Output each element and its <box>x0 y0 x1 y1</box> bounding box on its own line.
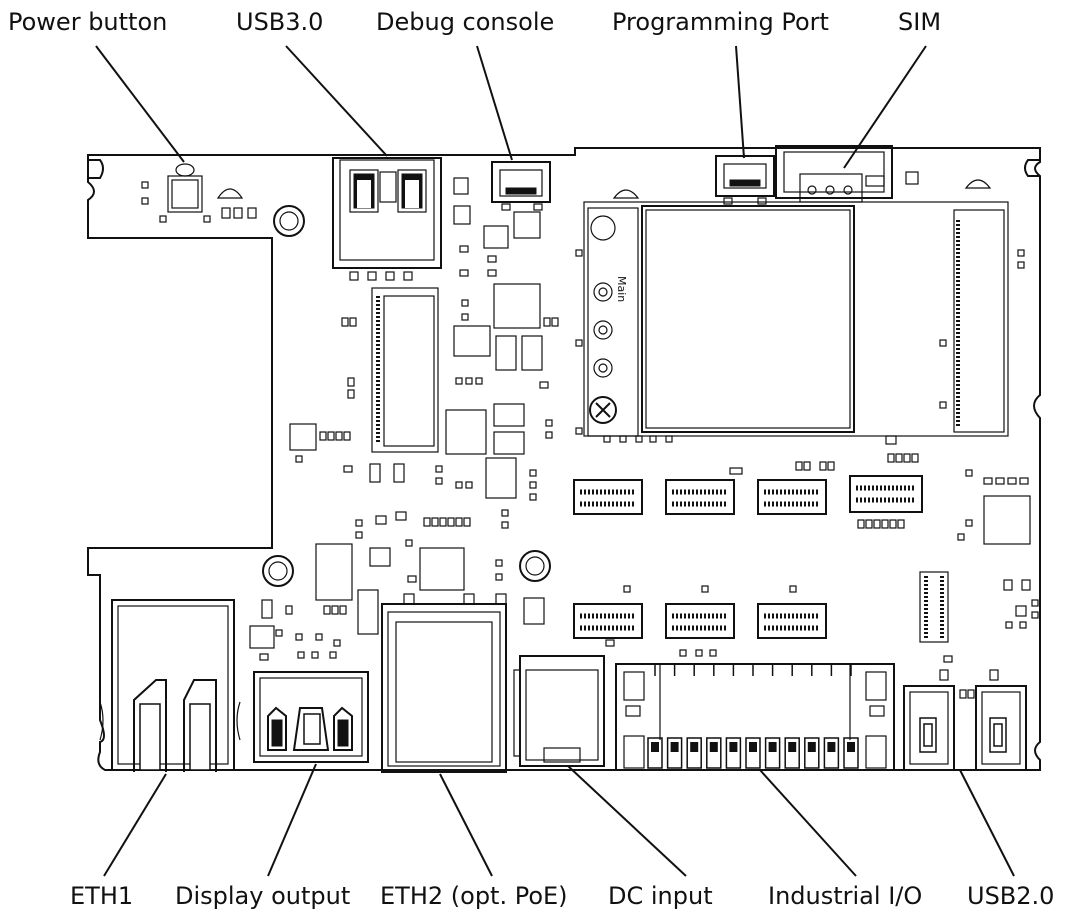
usb2-connector <box>975 685 1027 771</box>
b2b-connector <box>757 603 827 639</box>
industrial-io-connector <box>615 663 895 771</box>
leader-usb3 <box>285 45 388 157</box>
io-pin <box>686 664 702 769</box>
mini-pcie-slot: Main <box>583 201 1009 437</box>
label-sim: SIM <box>898 8 942 36</box>
mounting-hole <box>262 555 294 587</box>
usb2-connector <box>903 685 955 771</box>
power-button-part <box>141 163 211 223</box>
usb3-connector <box>332 157 442 281</box>
programming-port-connector <box>715 155 775 205</box>
label-display-output: Display output <box>175 882 351 910</box>
b2b-connector <box>665 479 735 515</box>
io-pin <box>647 664 663 769</box>
dc-input-connector <box>513 655 605 767</box>
label-usb2: USB2.0 <box>967 882 1055 910</box>
label-usb3: USB3.0 <box>236 8 324 36</box>
io-pin <box>706 664 722 769</box>
b2b-connector <box>573 479 643 515</box>
b2b-connector <box>757 479 827 515</box>
io-pin <box>764 664 781 769</box>
leader-debug-console <box>476 45 513 161</box>
display-output-connector <box>253 671 369 763</box>
io-pin <box>745 664 761 769</box>
leader-lines <box>95 45 1015 877</box>
eth1-connector <box>99 599 241 772</box>
io-pin <box>784 664 800 769</box>
b2b-connector <box>849 475 923 513</box>
leader-dc-input <box>567 765 687 877</box>
eth2-connector <box>381 603 507 773</box>
io-pin <box>725 664 742 769</box>
label-dc-input: DC input <box>608 882 713 910</box>
m2-connector <box>371 287 439 453</box>
leader-power-button <box>95 45 185 163</box>
label-debug-console: Debug console <box>376 8 555 36</box>
mounting-hole <box>519 550 551 582</box>
label-programming-port: Programming Port <box>612 8 829 36</box>
label-industrial-io: Industrial I/O <box>768 882 923 910</box>
leader-eth2 <box>439 773 493 877</box>
leader-sim <box>843 45 927 169</box>
debug-console-connector <box>491 161 551 211</box>
leader-programming-port <box>735 45 745 159</box>
mounting-hole <box>273 205 305 237</box>
main-silkscreen: Main <box>615 276 628 302</box>
label-eth1: ETH1 <box>70 882 134 910</box>
io-pin <box>823 664 840 769</box>
leader-industrial-io <box>759 769 857 877</box>
label-eth2: ETH2 (opt. PoE) <box>380 882 568 910</box>
leader-display-output <box>267 763 317 877</box>
b2b-connector <box>573 603 643 639</box>
io-pin <box>843 664 859 769</box>
io-pin <box>666 664 683 769</box>
leader-usb2 <box>959 769 1015 877</box>
b2b-connector <box>665 603 735 639</box>
label-power-button: Power button <box>8 8 168 36</box>
io-pin <box>804 664 820 769</box>
leader-eth1 <box>103 773 167 877</box>
